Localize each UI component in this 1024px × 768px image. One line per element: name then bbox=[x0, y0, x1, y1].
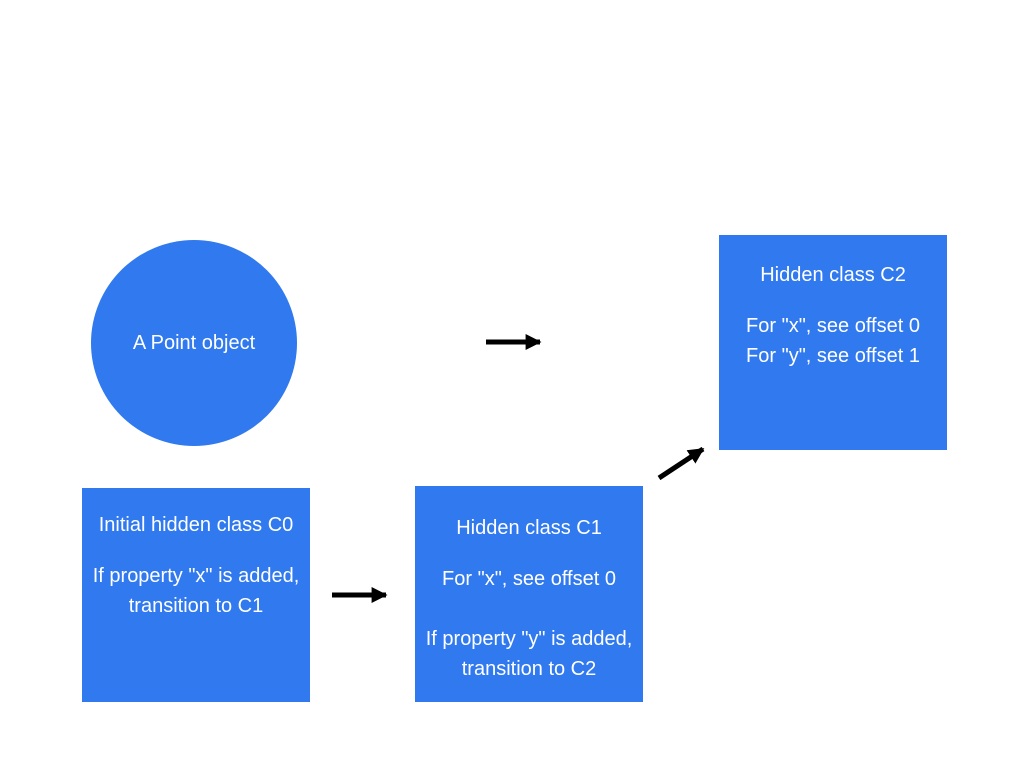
hidden-class-c1-node: Hidden class C1 For "x", see offset 0 If… bbox=[415, 486, 643, 702]
arrow-c1-to-c2 bbox=[657, 446, 705, 481]
c1-title: Hidden class C1 bbox=[456, 517, 602, 539]
point-object-label: A Point object bbox=[132, 332, 256, 354]
c1-transition-line1: If property "y" is added, bbox=[425, 628, 633, 650]
hidden-class-c0-node: Initial hidden class C0 If property "x" … bbox=[82, 488, 310, 702]
c0-transition-line2: transition to C1 bbox=[128, 595, 264, 617]
point-object-node: A Point object bbox=[91, 240, 297, 446]
c2-offset-y: For "y", see offset 1 bbox=[746, 345, 920, 367]
hidden-class-c2-node: Hidden class C2 For "x", see offset 0 Fo… bbox=[719, 235, 947, 450]
c0-title: Initial hidden class C0 bbox=[98, 514, 294, 536]
c1-transition-line2: transition to C2 bbox=[461, 658, 597, 680]
c2-offset-x: For "x", see offset 0 bbox=[746, 315, 920, 337]
c2-title: Hidden class C2 bbox=[760, 264, 906, 286]
c1-offset-x: For "x", see offset 0 bbox=[442, 568, 616, 590]
c0-transition-line1: If property "x" is added, bbox=[92, 565, 300, 587]
